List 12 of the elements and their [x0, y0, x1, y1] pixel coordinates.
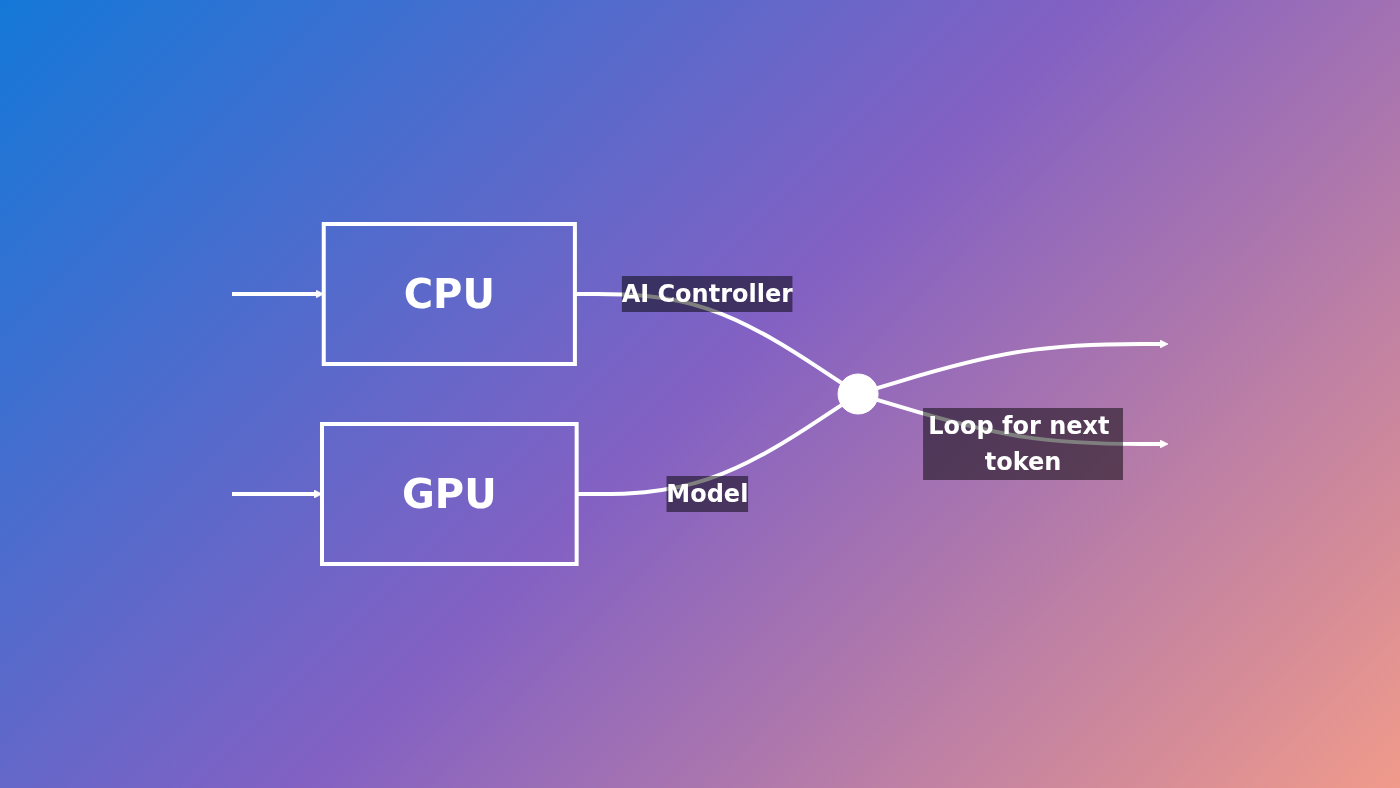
node-circle: [837, 373, 879, 415]
edge-label: Loop for next token: [928, 412, 1110, 476]
arrow: [231, 489, 323, 499]
connector: [574, 292, 843, 385]
arrow: [231, 289, 325, 299]
edge-label: AI Controller: [621, 280, 794, 308]
arrow: [876, 397, 1169, 449]
node-box: CPU: [321, 222, 577, 366]
node-box: GPU: [319, 422, 579, 566]
connector: [576, 403, 843, 496]
edge-label: Model: [666, 480, 749, 508]
arrow: [876, 339, 1169, 391]
